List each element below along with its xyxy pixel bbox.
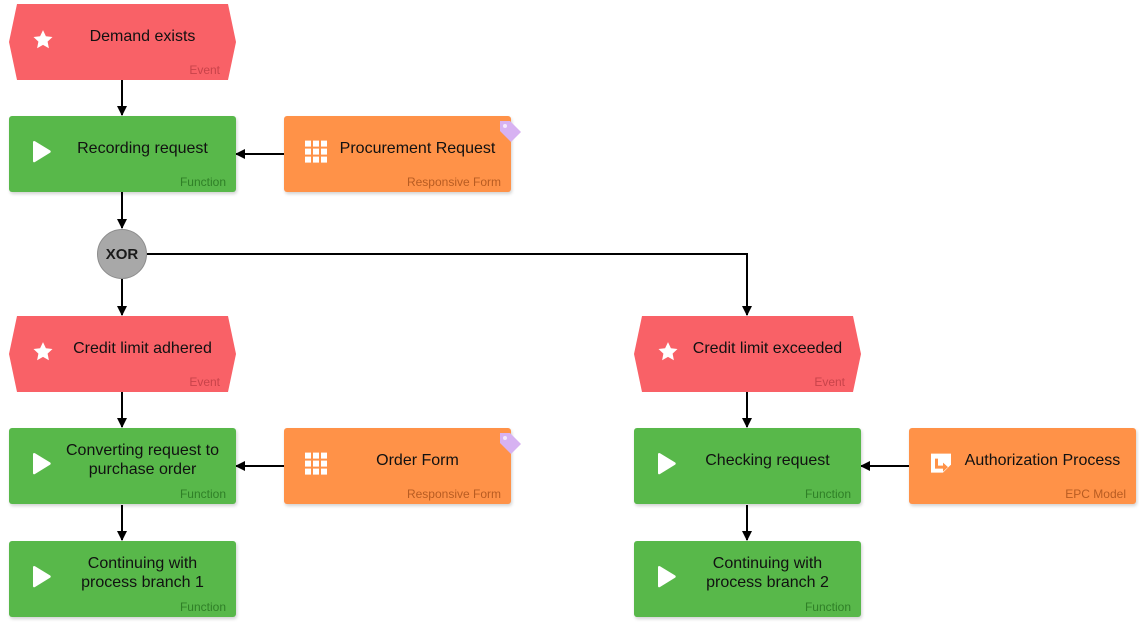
function-continuing-branch-2[interactable]: Continuing with process branch 2 Functio… <box>634 541 861 617</box>
xor-connector[interactable]: XOR <box>97 229 147 279</box>
form-procurement-request[interactable]: Procurement Request Responsive Form <box>284 116 521 192</box>
function-checking-request[interactable]: Checking request Function <box>634 428 861 504</box>
node-title: Continuing with process branch 2 <box>706 555 829 591</box>
event-credit-limit-exceeded[interactable]: Credit limit exceeded Event <box>634 316 861 392</box>
node-type-label: Event <box>189 63 220 77</box>
tag-icon <box>497 118 523 144</box>
node-type-label: Responsive Form <box>406 487 501 501</box>
play-icon <box>29 565 53 589</box>
node-type-label: Function <box>804 600 851 614</box>
play-icon <box>654 452 678 476</box>
node-title: Procurement Request <box>339 139 496 157</box>
node-type-label: EPC Model <box>1065 487 1126 501</box>
connector-label: XOR <box>105 245 139 263</box>
node-title: Checking request <box>705 451 830 469</box>
tag-icon <box>497 430 523 456</box>
grid-icon <box>304 140 328 164</box>
node-type-label: Function <box>179 175 226 189</box>
event-demand-exists[interactable]: Demand exists Event <box>9 4 236 80</box>
node-title: Converting request to purchase order <box>66 442 219 478</box>
star-icon <box>31 28 55 52</box>
node-title: Recording request <box>77 139 208 157</box>
node-title: Authorization Process <box>964 451 1121 469</box>
node-title: Continuing with process branch 1 <box>81 555 204 591</box>
epc-model-authorization-process[interactable]: Authorization Process EPC Model <box>909 428 1136 504</box>
edge-xor-to-exceeded <box>147 253 752 316</box>
grid-icon <box>304 452 328 476</box>
event-credit-limit-adhered[interactable]: Credit limit adhered Event <box>9 316 236 392</box>
node-title: Credit limit adhered <box>73 339 212 357</box>
node-type-label: Function <box>179 487 226 501</box>
function-recording-request[interactable]: Recording request Function <box>9 116 236 192</box>
node-type-label: Responsive Form <box>406 175 501 189</box>
play-icon <box>654 565 678 589</box>
process-model-icon <box>929 452 953 476</box>
star-icon <box>31 340 55 364</box>
node-title: Demand exists <box>89 27 196 45</box>
play-icon <box>29 452 53 476</box>
form-order-form[interactable]: Order Form Responsive Form <box>284 428 521 504</box>
node-type-label: Event <box>189 375 220 389</box>
node-title: Credit limit exceeded <box>692 339 843 357</box>
star-icon <box>656 340 680 364</box>
node-type-label: Function <box>179 600 226 614</box>
function-converting-request[interactable]: Converting request to purchase order Fun… <box>9 428 236 504</box>
function-continuing-branch-1[interactable]: Continuing with process branch 1 Functio… <box>9 541 236 617</box>
node-type-label: Function <box>804 487 851 501</box>
node-title: Order Form <box>376 451 459 469</box>
play-icon <box>29 140 53 164</box>
node-type-label: Event <box>814 375 845 389</box>
